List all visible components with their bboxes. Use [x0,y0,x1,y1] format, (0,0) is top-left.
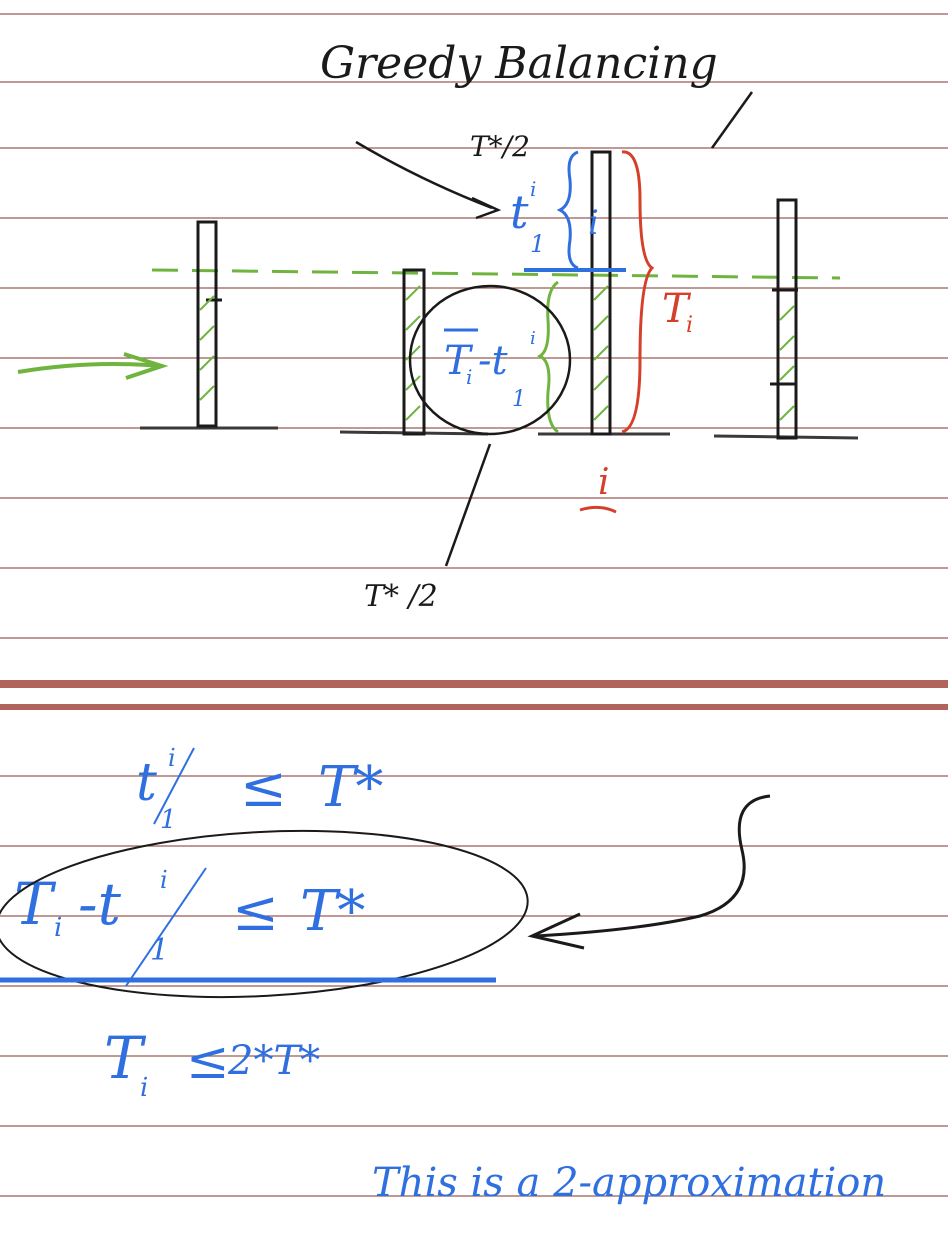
ineq3-rhs: 2*T* [227,1038,320,1084]
ineq1-rel: ≤ [240,755,287,820]
machine-bar-2 [402,268,426,436]
green-arrow-icon [17,352,169,380]
curvy-arrow-icon [527,794,771,950]
inequality-3: T i ≤ 2*T* [104,1024,320,1103]
highlight-ellipse-ineq2 [0,829,529,999]
pointer-line-bottom [444,443,492,567]
blue-brace-job [556,150,579,270]
label-t1-sup: i [530,177,536,201]
ineq2-cancel-slash [125,867,207,987]
ineq2-lhs: T [14,870,57,938]
average-load-dashed-line [151,268,841,280]
pointer-arrow-to-job [355,140,493,210]
conclusion-text: This is a 2-approximation [372,1160,886,1206]
machine-bar-1 [196,220,222,428]
machine-label-i: i [598,462,610,503]
ineq2-sup: i [160,866,168,894]
circle-label-T: T [444,338,474,384]
page-title: Greedy Balancing [320,38,718,89]
ineq2-sub: 1 [150,933,169,968]
label-half-top: T*/2 [470,130,530,163]
ruled-lines [0,13,948,1197]
ineq2-rhs: T* [300,879,365,944]
machine-bar-i [586,150,616,436]
page-divider [0,680,948,710]
inequality-2: T i -t i 1 ≤ T* [14,866,365,987]
ineq2-minus: -t [78,870,122,938]
machine-label-underline [579,505,617,514]
label-bottom-star: T* /2 [364,579,438,614]
circle-label-T-sub: i [466,365,472,389]
ineq2-lhs-sub: i [54,913,62,943]
highlight-circle [408,284,572,436]
ineq1-cancel-slash [153,747,195,825]
green-brace-remaining [536,280,559,434]
inequality-1: t i 1 ≤ T* [136,744,383,835]
red-label-Ti: T [662,286,692,332]
red-brace-load [621,150,655,434]
title-underline-hook [710,91,754,149]
ineq3-lhs: T [104,1024,147,1092]
circle-label-minus-t: -t [478,338,509,384]
brace-label-i: i [588,203,599,243]
ineq1-rhs: T* [318,755,383,820]
machine-bar-4 [770,198,798,440]
ineq1-lhs: t [136,753,157,813]
ineq1-sub: 1 [160,805,177,835]
ineq3-lhs-sub: i [140,1073,148,1103]
pointer-arrowhead-icon [471,196,502,220]
label-t1: t [510,185,529,239]
red-label-Ti-sub: i [686,313,693,338]
circle-label-sup: i [530,328,536,349]
ineq2-rel: ≤ [232,879,279,944]
ineq3-rel: ≤ [186,1031,230,1091]
circle-label-1: 1 [512,387,526,412]
ineq1-sup: i [168,744,176,772]
label-t1-sub: 1 [530,230,545,258]
